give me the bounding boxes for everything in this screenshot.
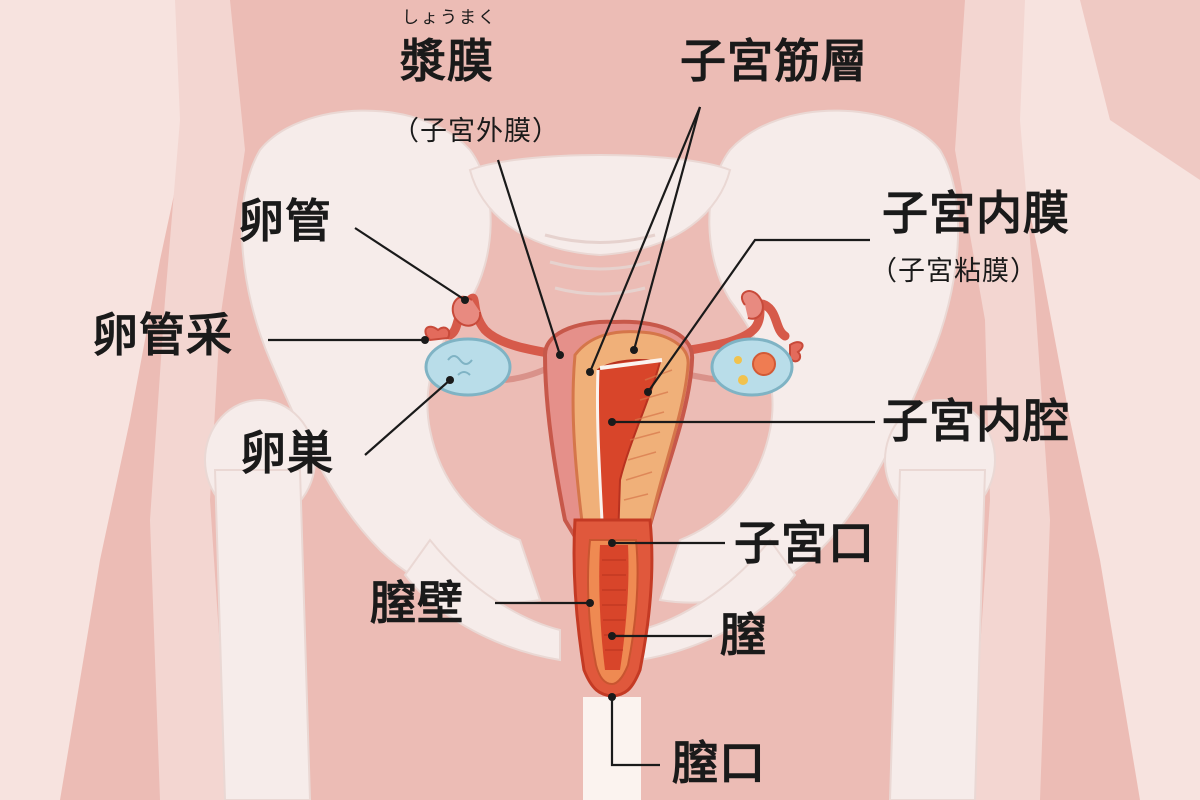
oviduct-label: 卵管 xyxy=(238,194,332,248)
vagina-label: 膣 xyxy=(720,608,767,662)
serosa-ruby-label: しょうまく xyxy=(402,8,497,28)
uterine-cavity-label: 子宮内腔 xyxy=(882,394,1070,448)
sacrum-lines xyxy=(544,233,656,296)
vagina xyxy=(572,518,654,698)
right-ovary xyxy=(710,337,794,397)
left-ovary xyxy=(424,337,512,397)
vaginal-opening-label: 膣口 xyxy=(672,736,766,790)
endometrium-label: 子宮内膜 xyxy=(882,186,1070,240)
serosa-sub-label: （子宮外膜） xyxy=(392,116,560,147)
serosa-label: 漿膜 xyxy=(400,34,494,88)
ovary-label: 卵巣 xyxy=(240,426,334,480)
vaginal-wall-label: 膣壁 xyxy=(370,576,464,630)
myometrium-label: 子宮筋層 xyxy=(680,34,868,88)
leader-dots xyxy=(421,296,652,701)
cervix-os-label: 子宮口 xyxy=(734,516,875,570)
pelvis-bones xyxy=(204,109,996,800)
leader-lines xyxy=(268,106,875,767)
fimbria-label: 卵管采 xyxy=(92,308,233,362)
endometrium-sub-label: （子宮粘膜） xyxy=(870,256,1038,287)
uterus xyxy=(542,319,695,547)
